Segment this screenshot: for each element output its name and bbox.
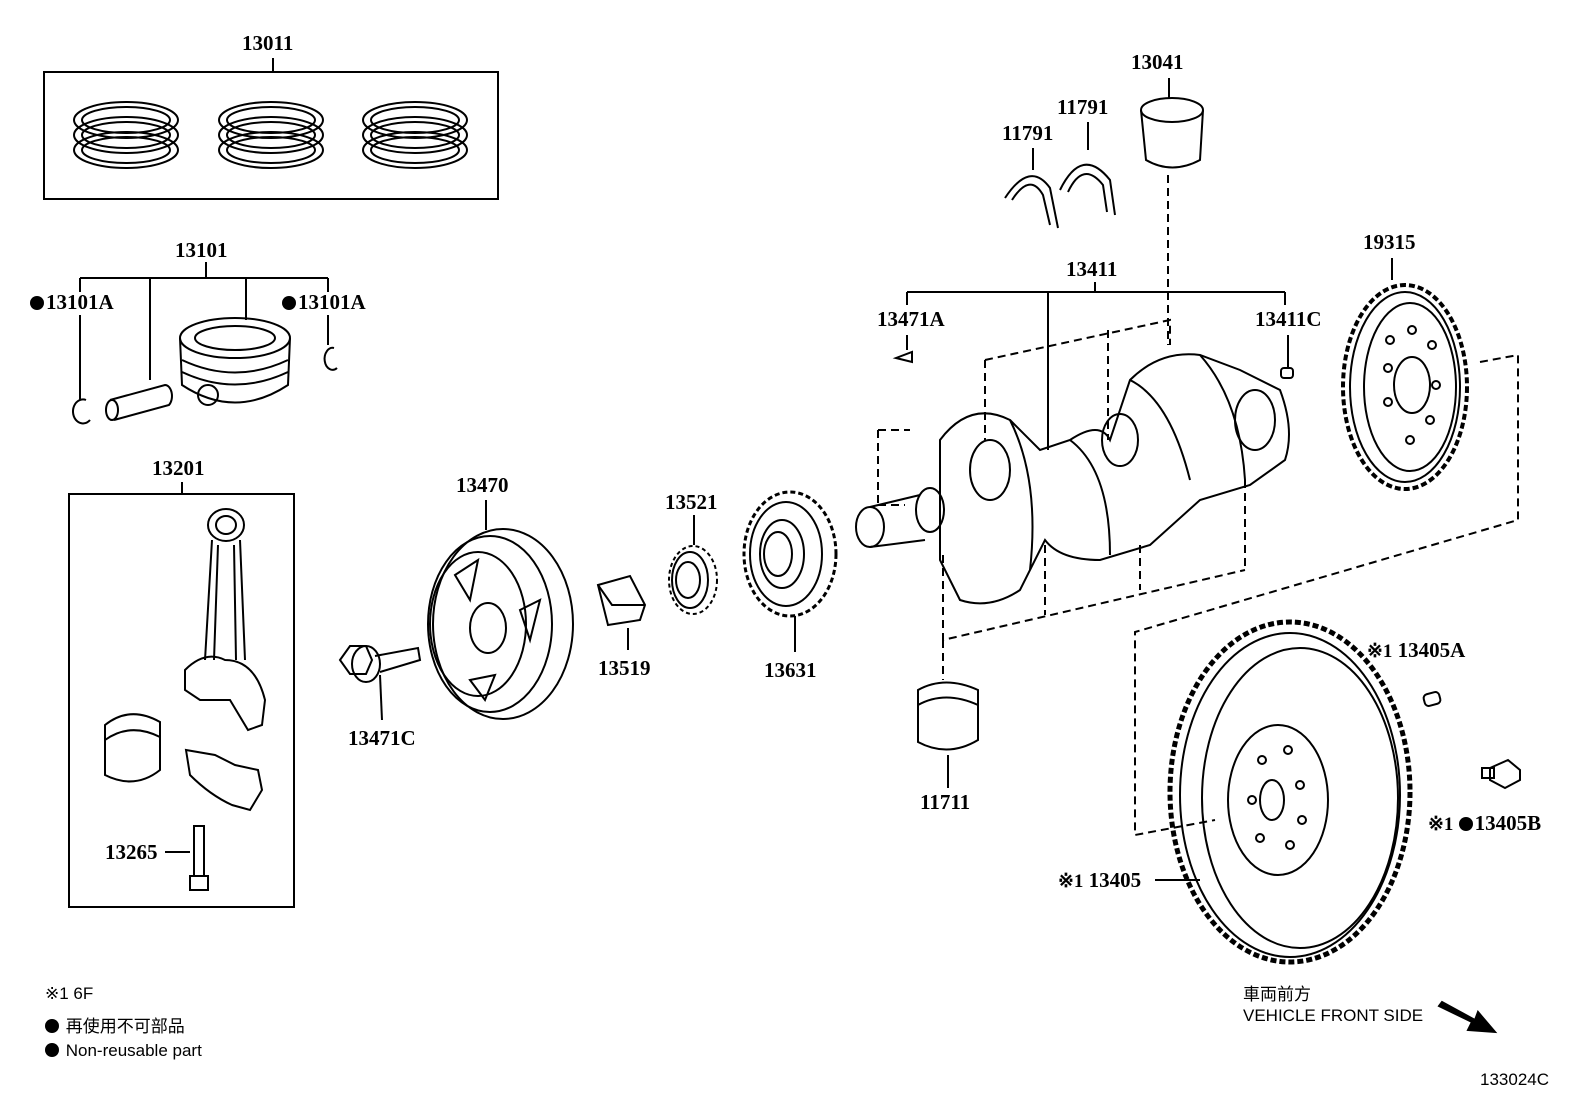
figure-code: 133024C	[1480, 1070, 1550, 1089]
label-13519: 13519	[598, 656, 651, 680]
nonreusable-dot-icon	[45, 1043, 59, 1057]
label-13405: ※1 13405	[1058, 868, 1142, 892]
ref-mark: ※1	[1367, 641, 1393, 662]
connecting-rod-set	[68, 482, 295, 908]
label-13101a-left: 13101A	[30, 292, 114, 313]
pulley-bolt	[338, 645, 422, 721]
label-13631: 13631	[764, 658, 817, 682]
ref-mark: ※1	[1428, 814, 1454, 835]
nonreusable-dot-icon	[45, 1019, 59, 1033]
label-13041: 13041	[1131, 50, 1184, 74]
legend-nonreusable-jp: 再使用不可部品	[45, 1018, 185, 1035]
legend-nonreusable-en: Non-reusable part	[45, 1042, 202, 1059]
label-11711: 11711	[920, 790, 971, 814]
main-bearing-upper	[1140, 78, 1204, 345]
nonreusable-dot-icon	[30, 296, 44, 310]
label-13201: 13201	[152, 456, 205, 480]
direction-jp: 車両前方	[1243, 985, 1311, 1004]
label-13471c: 13471C	[348, 726, 416, 750]
label-13101: 13101	[175, 238, 228, 262]
label-13411: 13411	[1066, 257, 1118, 281]
label-13471a: 13471A	[877, 307, 945, 331]
nonreusable-dot-icon	[1458, 817, 1473, 831]
label-11791-a: 11791	[1002, 121, 1054, 145]
label-13265: 13265	[105, 840, 158, 864]
main-bearing-lower	[917, 681, 979, 788]
crankshaft-pulley	[427, 500, 574, 720]
crankshaft	[855, 282, 1294, 680]
flywheel-dowel	[1422, 691, 1442, 707]
timing-sprocket	[668, 515, 718, 615]
piston-assembly	[71, 262, 338, 425]
flywheel	[1155, 619, 1413, 965]
label-13521: 13521	[665, 490, 718, 514]
label-13405a: ※1 13405A	[1367, 638, 1466, 662]
piston-ring-set	[43, 58, 499, 200]
legend-ref-note: ※1 6F	[45, 984, 94, 1003]
label-13470: 13470	[456, 473, 509, 497]
label-11791-b: 11791	[1057, 95, 1109, 119]
crank-key-sleeve	[596, 574, 647, 650]
flywheel-bolt	[1481, 758, 1521, 790]
nonreusable-dot-icon	[282, 296, 296, 310]
label-13011: 13011	[242, 31, 294, 55]
thrust-washers	[1004, 122, 1116, 229]
label-13101a-right: 13101A	[282, 292, 366, 313]
label-19315: 19315	[1363, 230, 1416, 254]
front-direction-arrow	[1437, 1000, 1498, 1034]
timing-rotor	[1134, 258, 1519, 837]
ref-mark: ※1	[1058, 871, 1084, 892]
direction-en: VEHICLE FRONT SIDE	[1243, 1006, 1424, 1025]
label-13405b: ※1 13405B	[1428, 811, 1542, 835]
crank-gear	[742, 490, 838, 652]
label-13411c: 13411C	[1255, 307, 1322, 331]
